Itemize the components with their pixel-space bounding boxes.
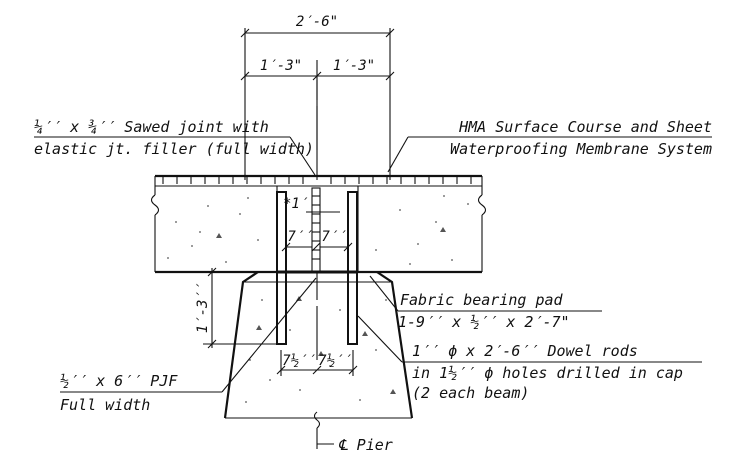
surface-course-hatch (162, 176, 472, 184)
top-dimensions: 2′-6" 1′-3" 1′-3" (240, 14, 395, 180)
left-half-dim: 1′-3" (260, 58, 302, 74)
dowel-label-line1: 1′′ ϕ x 2′-6′′ Dowel rods (412, 342, 638, 360)
bearing-pad-label-line2: 1-9′′ x ½′′ x 2′-7" (398, 313, 570, 331)
rod-spacing-left-dim: 7′′ (287, 229, 312, 245)
bearing-pad-callout: Fabric bearing pad 1-9′′ x ½′′ x 2′-7" (369, 275, 602, 331)
pjf-label-line1: ½′′ x 6′′ PJF (60, 372, 178, 390)
pier-centerline-label: ℄ Pier (338, 436, 393, 454)
cap-height-dim: 1′-3′′ (195, 283, 211, 334)
pier-centerline: ℄ Pier (316, 80, 393, 454)
cap-height-dimension: 1′-3′′ (195, 267, 277, 349)
sawed-joint-label-line2: elastic jt. filler (full width) (34, 140, 314, 158)
overall-width-dim: 2′-6" (296, 14, 338, 30)
dowel-rod-callout: 1′′ ϕ x 2′-6′′ Dowel rods in 1½′′ ϕ hole… (357, 315, 702, 402)
pjf-label-line2: Full width (60, 396, 150, 414)
rod-spacing-right-dim: 7′′ (321, 229, 346, 245)
dowel-label-line2: in 1½′′ ϕ holes drilled in cap (412, 364, 683, 382)
sawed-joint-label-line1: ¼′′ x ¾′′ Sawed joint with (34, 118, 269, 136)
hma-callout: HMA Surface Course and Sheet Waterproofi… (387, 118, 712, 173)
bottom-left-dim: 7½′′ (282, 353, 316, 369)
pjf-callout: ½′′ x 6′′ PJF Full width (60, 277, 317, 414)
hma-label-line2: Waterproofing Membrane System (450, 140, 712, 158)
bottom-right-dim: 7½′′ (318, 353, 352, 369)
right-half-dim: 1′-3" (333, 58, 375, 74)
bearing-pad-label-line1: Fabric bearing pad (400, 291, 564, 309)
pier-cap (223, 271, 414, 429)
joint-depth-dim: *1′ (283, 196, 308, 212)
joint-detail: 7′′ 7′′ *1′ (276, 187, 358, 345)
dowel-label-line3: (2 each beam) (412, 384, 529, 402)
sawed-joint-callout: ¼′′ x ¾′′ Sawed joint with elastic jt. f… (34, 118, 316, 176)
bottom-offset-dimensions: 7½′′ 7½′′ (276, 350, 358, 376)
hma-label-line1: HMA Surface Course and Sheet (458, 118, 712, 136)
